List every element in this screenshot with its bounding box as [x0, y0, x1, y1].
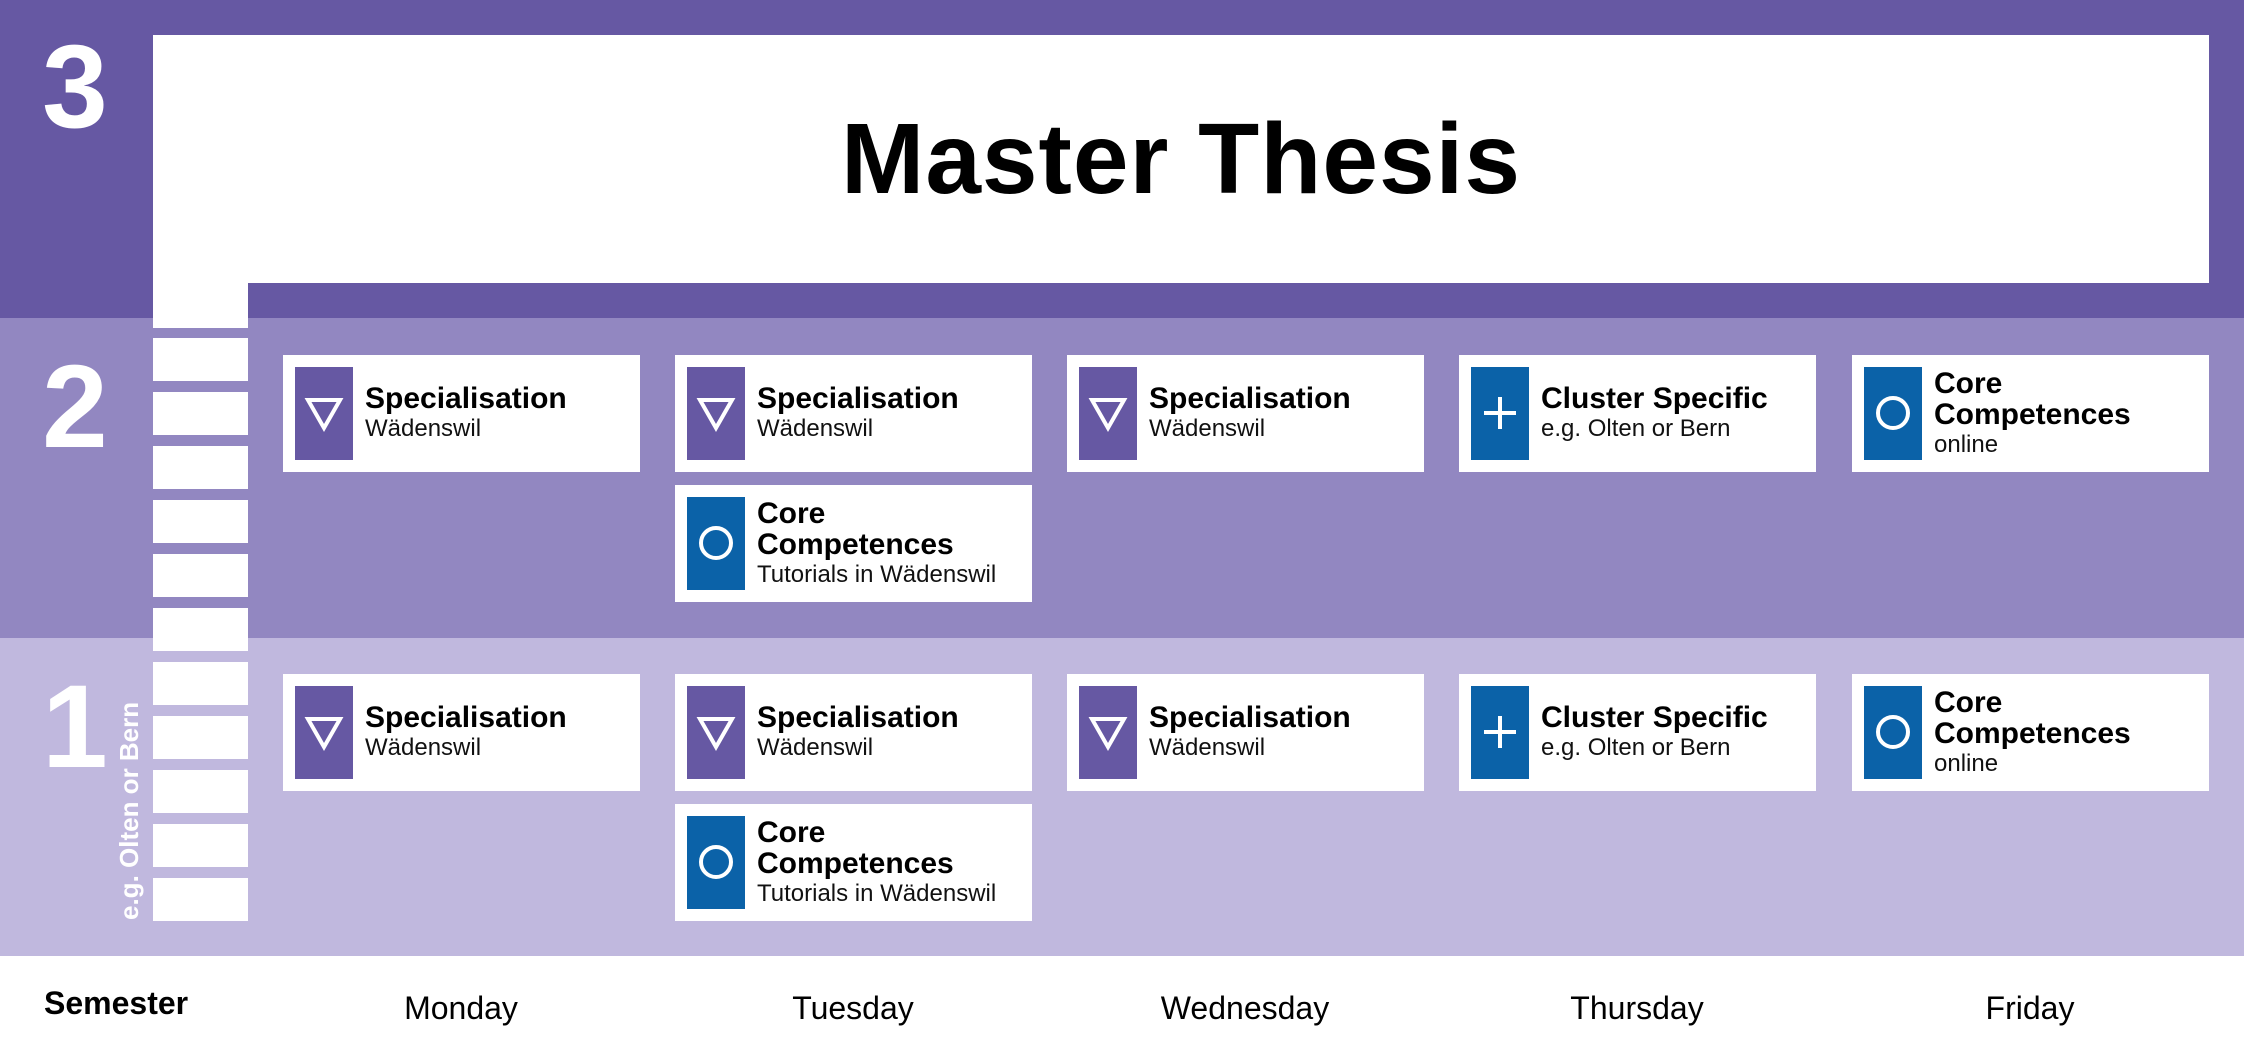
- plus-icon: [1471, 686, 1529, 779]
- card-title-line2: Competences: [1934, 397, 2131, 431]
- ladder-rung: [153, 770, 248, 813]
- triangle-down-icon: [687, 686, 745, 779]
- circle-icon: [687, 497, 745, 590]
- semester-1-number: 1: [42, 661, 108, 793]
- card-subtitle: e.g. Olten or Bern: [1541, 415, 1731, 442]
- card-subtitle: Tutorials in Wädenswil: [757, 879, 997, 907]
- card-subtitle: Wädenswil: [1149, 415, 1266, 442]
- s2-wednesday-card: Specialisation Wädenswil: [1067, 355, 1424, 472]
- ladder-rung: [153, 446, 248, 489]
- card-title-line2: Competences: [757, 846, 954, 880]
- card-subtitle: online: [1934, 749, 1999, 777]
- card-subtitle: Tutorials in Wädenswil: [757, 560, 997, 588]
- triangle-down-icon: [1079, 367, 1137, 460]
- ladder-rung: [153, 500, 248, 543]
- card-title: Specialisation: [365, 701, 567, 734]
- s1-tuesday-core-card: Core Competences Tutorials in Wädenswil: [675, 804, 1032, 921]
- master-thesis-title: Master Thesis: [841, 102, 1521, 215]
- ladder-rung: [153, 338, 248, 381]
- card-subtitle: Wädenswil: [365, 734, 482, 761]
- plus-icon: [1471, 367, 1529, 460]
- s2-tuesday-core-card: Core Competences Tutorials in Wädenswil: [675, 485, 1032, 602]
- s2-monday-card: Specialisation Wädenswil: [283, 355, 640, 472]
- semester-2-number: 2: [42, 341, 108, 473]
- card-title: Specialisation: [757, 382, 959, 415]
- day-label-friday: Friday: [1985, 990, 2075, 1026]
- card-title-line1: Core: [757, 496, 826, 530]
- ladder-rung: [153, 878, 248, 921]
- card-title-line2: Competences: [757, 527, 954, 561]
- card-subtitle: Wädenswil: [757, 734, 874, 761]
- s2-tuesday-card: Specialisation Wädenswil: [675, 355, 1032, 472]
- card-subtitle: Wädenswil: [1149, 734, 1266, 761]
- s1-monday-card: Specialisation Wädenswil: [283, 674, 640, 791]
- card-title: Specialisation: [757, 701, 959, 734]
- s1-friday-card: Core Competences online: [1852, 674, 2209, 791]
- semester-axis-label: Semester: [44, 985, 189, 1021]
- ladder-rung: [153, 662, 248, 705]
- card-subtitle: Wädenswil: [365, 415, 482, 442]
- ladder-rung: [153, 716, 248, 759]
- circle-icon: [687, 816, 745, 909]
- card-title-line1: Core: [1934, 366, 2003, 400]
- s2-thursday-card: Cluster Specific e.g. Olten or Bern: [1459, 355, 1816, 472]
- card-title-line1: Core: [1934, 685, 2003, 719]
- circle-icon: [1864, 367, 1922, 460]
- card-title: Specialisation: [365, 382, 567, 415]
- card-subtitle: Wädenswil: [757, 415, 874, 442]
- card-subtitle: e.g. Olten or Bern: [1541, 734, 1731, 761]
- day-label-tuesday: Tuesday: [792, 990, 914, 1026]
- card-title-line1: Core: [757, 815, 826, 849]
- side-location-label: e.g. Olten or Bern: [114, 701, 144, 920]
- card-title: Cluster Specific: [1541, 701, 1768, 734]
- master-thesis-block: Master Thesis: [153, 35, 2209, 283]
- ladder-rung: [153, 554, 248, 597]
- day-label-monday: Monday: [404, 990, 518, 1026]
- day-label-thursday: Thursday: [1570, 990, 1704, 1026]
- ladder-rung: [153, 608, 248, 651]
- triangle-down-icon: [1079, 686, 1137, 779]
- ladder-rung: [153, 392, 248, 435]
- semester-3-number: 3: [42, 21, 108, 153]
- card-title-line2: Competences: [1934, 716, 2131, 750]
- ladder-rung: [153, 824, 248, 867]
- s1-tuesday-card: Specialisation Wädenswil: [675, 674, 1032, 791]
- card-title: Specialisation: [1149, 701, 1351, 734]
- ladder-connector: [153, 283, 248, 328]
- circle-icon: [1864, 686, 1922, 779]
- s2-friday-card: Core Competences online: [1852, 355, 2209, 472]
- triangle-down-icon: [687, 367, 745, 460]
- s1-thursday-card: Cluster Specific e.g. Olten or Bern: [1459, 674, 1816, 791]
- card-title: Cluster Specific: [1541, 382, 1768, 415]
- s1-wednesday-card: Specialisation Wädenswil: [1067, 674, 1424, 791]
- card-subtitle: online: [1934, 430, 1999, 458]
- day-label-wednesday: Wednesday: [1160, 990, 1330, 1026]
- triangle-down-icon: [295, 367, 353, 460]
- card-title: Specialisation: [1149, 382, 1351, 415]
- triangle-down-icon: [295, 686, 353, 779]
